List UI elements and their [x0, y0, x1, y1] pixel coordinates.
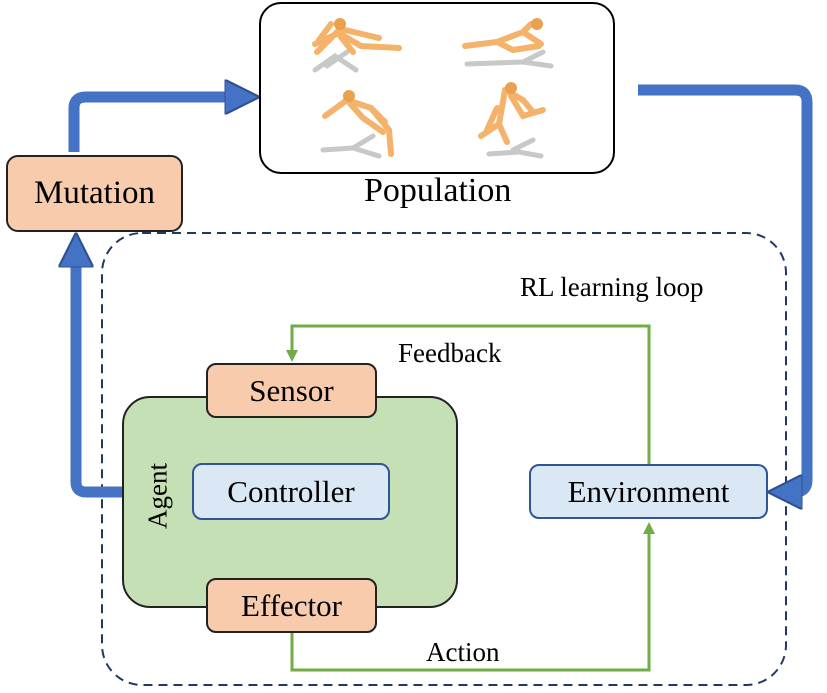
environment-label: Environment [567, 473, 730, 509]
feedback-label: Feedback [398, 338, 502, 368]
robot-figure-4 [478, 82, 546, 159]
population-label: Population [364, 172, 512, 209]
mutation-box: Mutation [6, 155, 183, 232]
effector-label: Effector [241, 587, 342, 623]
robot-figure-3 [320, 90, 394, 159]
mutation-label: Mutation [34, 175, 155, 211]
controller-label: Controller [227, 473, 355, 509]
action-arrow [290, 522, 655, 672]
controller-box: Controller [192, 463, 390, 520]
population-to-environment-arrow [638, 84, 813, 492]
sensor-label: Sensor [249, 372, 334, 408]
robot-illustrations [312, 18, 554, 159]
agent-to-mutation-arrow [76, 250, 122, 498]
population-box [259, 2, 615, 174]
effector-box: Effector [206, 578, 377, 633]
sensor-box: Sensor [206, 363, 377, 418]
robot-figure-1 [312, 18, 402, 73]
agent-label: Agent [142, 463, 173, 529]
environment-box: Environment [529, 464, 768, 519]
action-label: Action [426, 637, 500, 667]
mutation-to-population-arrow [68, 97, 242, 152]
agent-box [122, 396, 458, 608]
feedback-arrow [286, 324, 651, 464]
rl-loop-boundary [101, 232, 787, 686]
rl-loop-label: RL learning loop [520, 272, 704, 302]
robot-figure-2 [462, 18, 554, 69]
